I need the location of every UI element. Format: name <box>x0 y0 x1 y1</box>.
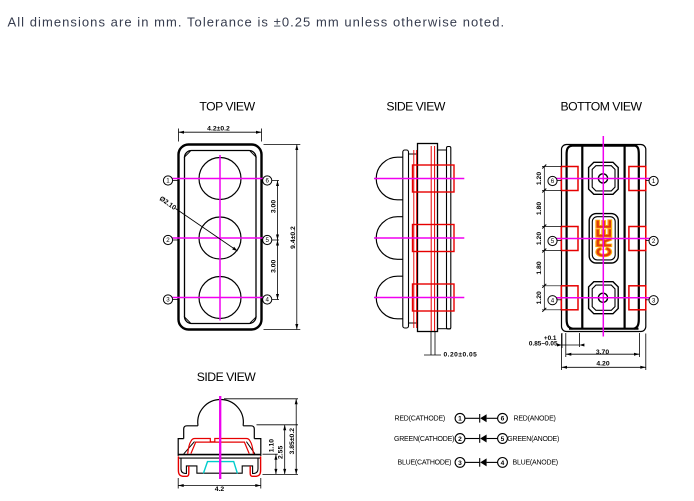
svg-text:RED(ANODE): RED(ANODE) <box>514 416 556 423</box>
svg-text:4.2: 4.2 <box>215 486 225 493</box>
svg-text:4.20: 4.20 <box>596 361 609 368</box>
svg-text:4: 4 <box>265 297 269 304</box>
svg-text:6: 6 <box>265 178 269 185</box>
svg-text:3.70: 3.70 <box>596 349 609 356</box>
svg-text:4: 4 <box>551 297 555 304</box>
svg-text:3: 3 <box>652 297 656 304</box>
svg-text:3.85±0.2: 3.85±0.2 <box>289 428 296 455</box>
svg-text:TOP VIEW: TOP VIEW <box>199 100 255 114</box>
svg-text:BOTTOM VIEW: BOTTOM VIEW <box>561 100 643 114</box>
svg-text:5: 5 <box>265 237 269 244</box>
svg-text:3.00: 3.00 <box>270 200 277 213</box>
svg-text:3: 3 <box>166 297 170 304</box>
svg-text:1: 1 <box>166 178 170 185</box>
svg-text:+0.1: +0.1 <box>544 335 557 342</box>
svg-text:3.00: 3.00 <box>270 259 277 272</box>
svg-text:1.80: 1.80 <box>536 261 543 274</box>
svg-text:1: 1 <box>458 416 462 423</box>
svg-text:6: 6 <box>551 178 555 185</box>
svg-text:1.20: 1.20 <box>536 172 543 185</box>
svg-text:All dimensions are in mm. Tole: All dimensions are in mm. Tolerance is ±… <box>8 15 506 30</box>
svg-text:2: 2 <box>652 238 656 245</box>
svg-text:SIDE VIEW: SIDE VIEW <box>197 370 256 384</box>
svg-text:0.85−0.05: 0.85−0.05 <box>529 341 558 348</box>
svg-text:1.20: 1.20 <box>536 291 543 304</box>
svg-text:2: 2 <box>166 237 170 244</box>
svg-text:6: 6 <box>501 416 505 423</box>
svg-text:GREEN(ANODE): GREEN(ANODE) <box>507 436 559 443</box>
svg-text:1.20: 1.20 <box>536 232 543 245</box>
svg-text:1.10: 1.10 <box>269 439 276 452</box>
svg-text:SIDE VIEW: SIDE VIEW <box>386 100 445 114</box>
svg-text:GREEN(CATHODE): GREEN(CATHODE) <box>394 436 454 443</box>
svg-text:2.55: 2.55 <box>277 446 284 459</box>
svg-text:3: 3 <box>458 460 462 467</box>
svg-text:9.4±0.2: 9.4±0.2 <box>290 226 297 249</box>
svg-text:4: 4 <box>501 460 505 467</box>
svg-text:0.20±0.05: 0.20±0.05 <box>444 351 478 358</box>
svg-text:1: 1 <box>652 178 656 185</box>
svg-text:5: 5 <box>501 436 505 443</box>
svg-text:5: 5 <box>551 238 555 245</box>
svg-text:RED(CATHODE): RED(CATHODE) <box>395 416 446 423</box>
svg-text:1.80: 1.80 <box>536 202 543 215</box>
svg-text:2: 2 <box>458 436 462 443</box>
svg-text:BLUE(CATHODE): BLUE(CATHODE) <box>398 460 452 467</box>
svg-text:4.2±0.2: 4.2±0.2 <box>207 126 230 133</box>
svg-text:BLUE(ANODE): BLUE(ANODE) <box>513 460 558 467</box>
